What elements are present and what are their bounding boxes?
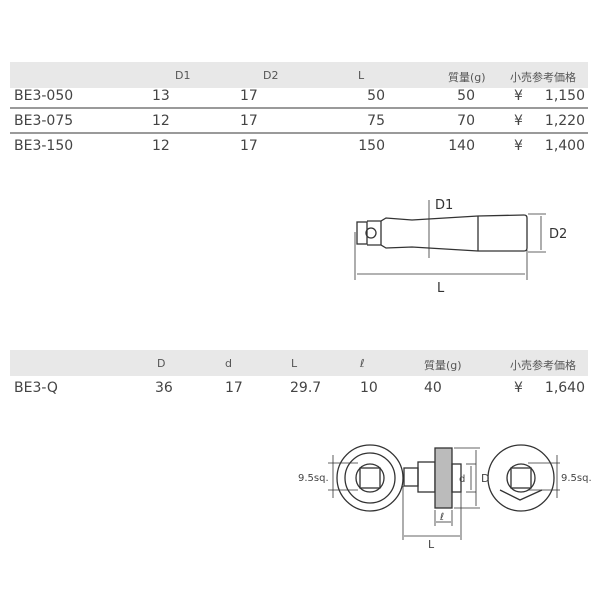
cell-currency: ¥	[514, 113, 523, 129]
header-d2: D2	[263, 69, 279, 82]
table-header: D d L ℓ 質量(g) 小売参考価格	[10, 350, 588, 376]
cell-model: BE3-150	[14, 138, 74, 154]
cell-currency: ¥	[514, 380, 523, 396]
model: BE3-Q	[14, 380, 58, 396]
cell-d1: 12	[152, 113, 170, 129]
row-divider	[10, 132, 588, 134]
cell-L: 29.7	[290, 380, 322, 396]
header-ell: ℓ	[360, 357, 365, 370]
cell-D: 36	[155, 380, 173, 396]
cell-d1: 12	[152, 138, 170, 154]
label-d1: D1	[435, 198, 453, 213]
label-l: L	[437, 281, 445, 296]
header-price: 小売参考価格	[510, 359, 576, 372]
label-sq-left: 9.5sq.	[298, 473, 329, 484]
header-d1: D1	[175, 69, 191, 82]
cell-currency: ¥	[514, 138, 523, 154]
cell-d1: 13	[152, 88, 170, 104]
cell-mass: 70	[457, 113, 475, 129]
dimension-lines	[328, 447, 560, 540]
side-view	[403, 447, 462, 509]
label-D: D	[481, 472, 489, 485]
header-price: 小売参考価格	[510, 71, 576, 84]
header-d: d	[225, 357, 232, 370]
header-D: D	[157, 357, 166, 370]
cell-d2: 17	[240, 113, 258, 129]
cell-price: 1,150	[544, 88, 585, 104]
cell-model: BE3-050	[14, 88, 74, 104]
label-ell: ℓ	[440, 512, 444, 523]
header-L: L	[291, 357, 298, 370]
back-view	[487, 444, 555, 512]
cell-l: 150	[358, 138, 385, 154]
header-mass: 質量(g)	[424, 359, 462, 372]
cell-mass: 40	[424, 380, 442, 396]
table-header: D1 D2 L 質量(g) 小売参考価格	[10, 62, 588, 88]
cell-price: 1,220	[544, 113, 585, 129]
cell-d: 17	[225, 380, 243, 396]
front-view	[336, 444, 404, 512]
cell-model: BE3-075	[14, 113, 74, 129]
label-L: L	[428, 538, 435, 551]
cell-ell: 10	[360, 380, 378, 396]
cell-mass: 140	[448, 138, 475, 154]
label-sq-right: 9.5sq.	[561, 473, 592, 484]
dimension-lines	[354, 200, 546, 280]
row-divider	[10, 107, 588, 109]
cell-currency: ¥	[514, 88, 523, 104]
cell-d2: 17	[240, 138, 258, 154]
header-mass: 質量(g)	[448, 71, 486, 84]
extension-bar-drawing	[356, 214, 528, 252]
header-l: L	[358, 69, 365, 82]
label-d: d	[459, 474, 465, 485]
cell-price: 1,640	[544, 380, 585, 396]
cell-d2: 17	[240, 88, 258, 104]
cell-l: 50	[367, 88, 385, 104]
cell-price: 1,400	[544, 138, 585, 154]
cell-mass: 50	[457, 88, 475, 104]
label-d2: D2	[549, 227, 567, 242]
cell-l: 75	[367, 113, 385, 129]
